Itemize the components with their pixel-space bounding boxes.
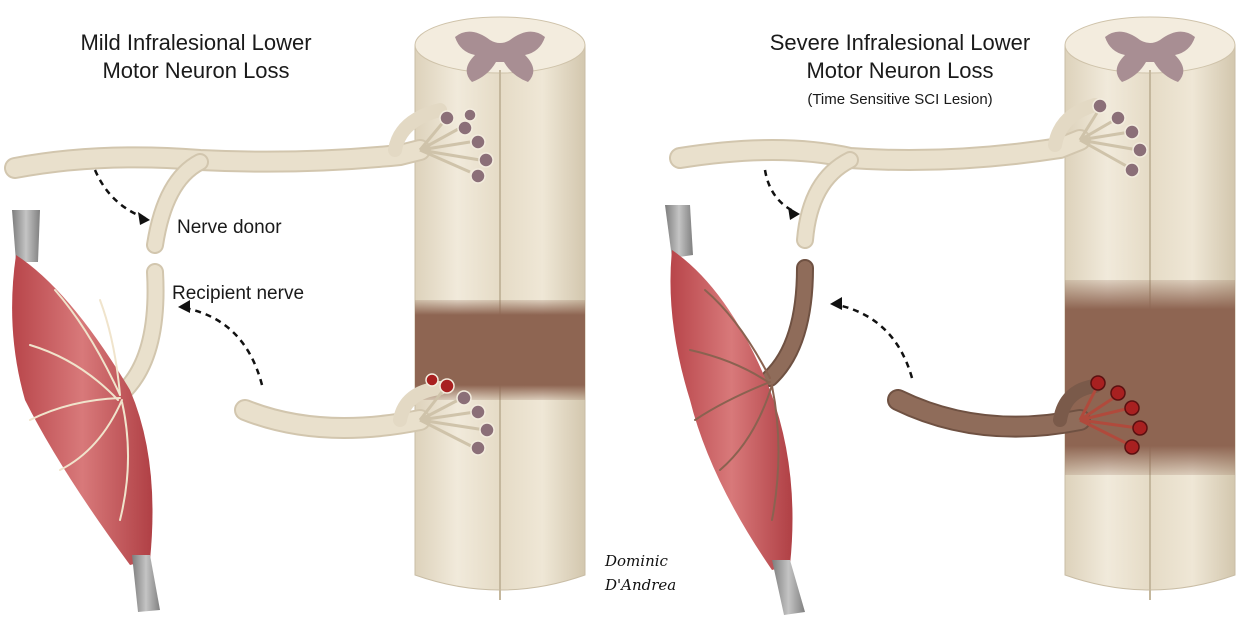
right-recipient-arrowhead [830, 297, 842, 310]
donor-arrowhead [138, 212, 150, 225]
left-arrows [95, 170, 262, 385]
right-panel: Severe Infralesional Lower Motor Neuron … [665, 17, 1235, 615]
recipient-arrow [185, 308, 262, 385]
left-muscle [12, 210, 160, 612]
right-title-line2: Motor Neuron Loss [806, 58, 993, 83]
recipient-nerve-label: Recipient nerve [172, 283, 304, 304]
right-donor-nerve [680, 105, 1095, 240]
right-donor-arrowhead [788, 207, 800, 220]
donor-arrow [95, 170, 145, 218]
right-lesion-band [1065, 280, 1235, 475]
right-title-line1: Severe Infralesional Lower [770, 30, 1030, 55]
signature-line2: D'Andrea [604, 576, 676, 594]
left-title-line1: Mild Infralesional Lower [80, 30, 311, 55]
left-panel: Mild Infralesional Lower Motor Neuron Lo… [12, 17, 585, 612]
left-title-line2: Motor Neuron Loss [102, 58, 289, 83]
nerve-donor-label: Nerve donor [177, 217, 282, 238]
signature-line1: Dominic [604, 552, 669, 570]
right-recipient-nerve [770, 268, 1095, 427]
right-subtitle: (Time Sensitive SCI Lesion) [807, 91, 992, 108]
right-muscle [665, 205, 805, 615]
signature: Dominic D'Andrea [604, 552, 676, 594]
